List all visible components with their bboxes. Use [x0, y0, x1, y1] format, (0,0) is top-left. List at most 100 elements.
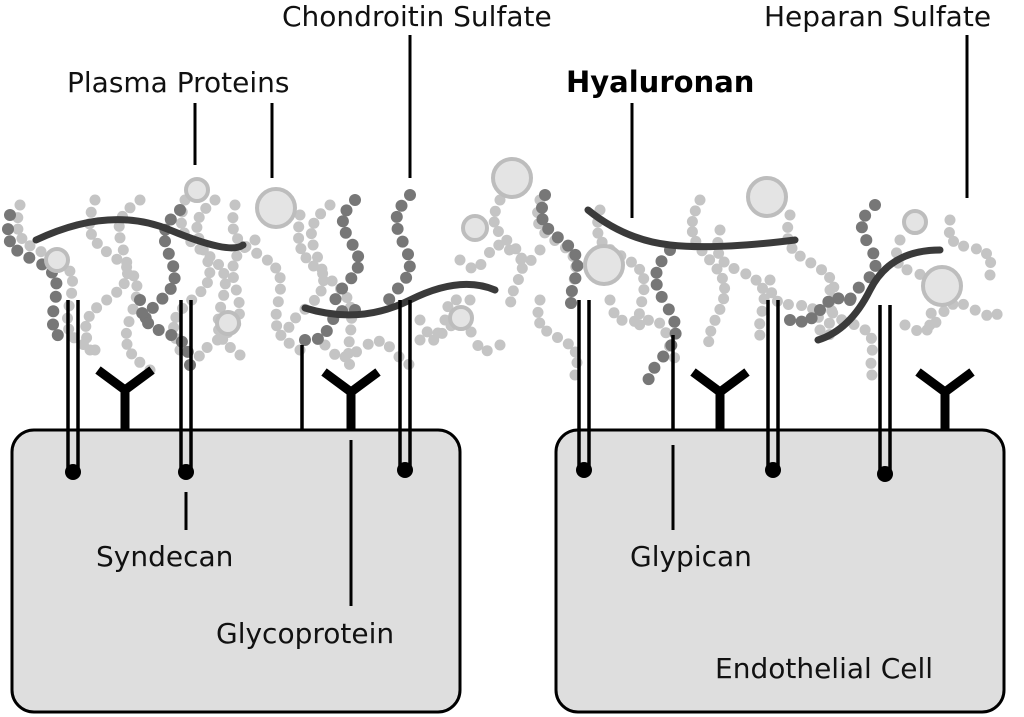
chain-bead [345, 272, 358, 285]
chain-bead [657, 350, 670, 363]
chain-bead [299, 334, 311, 346]
chain-bead [67, 275, 78, 287]
chain-bead [315, 208, 327, 220]
chain-bead [436, 327, 448, 339]
chain-bead [168, 272, 181, 285]
chain-bead [552, 332, 563, 343]
chain-bead [625, 256, 637, 268]
anchor-dot [877, 466, 893, 482]
chain-bead [764, 274, 776, 286]
chain-bead [608, 307, 620, 319]
plasma-protein-circle [255, 187, 297, 229]
chain-bead [218, 268, 230, 279]
chain-bead [948, 235, 959, 247]
chain-bead [312, 251, 323, 263]
glycoprotein-y [690, 368, 750, 430]
chain-bead [274, 272, 286, 284]
chain-bead [274, 283, 286, 295]
chain-bead [230, 284, 242, 296]
chain-bead [516, 262, 528, 274]
chain-bead [991, 308, 1003, 320]
chain-bead [654, 317, 666, 329]
chain-bead [827, 307, 839, 319]
chain-bead [336, 215, 349, 228]
chain-bead [201, 277, 213, 289]
chain-bead [869, 259, 882, 272]
chain-bead [24, 240, 36, 252]
chain-bead [711, 263, 723, 275]
chain-bead [421, 326, 433, 338]
glycoprotein-y [95, 366, 155, 430]
chain-bead [766, 287, 778, 299]
plasma-protein-circle [583, 244, 625, 286]
chain-bead [23, 251, 36, 264]
chain-bead [294, 209, 306, 221]
hyaluronan-strand [32, 216, 247, 252]
chain-bead [100, 246, 112, 258]
chain-bead [227, 260, 239, 272]
chain-bead [373, 335, 385, 347]
chain-bead [275, 329, 287, 341]
chain-bead [162, 247, 175, 260]
glycoproteins [95, 366, 975, 430]
chain-bead [750, 274, 762, 286]
chain-bead [49, 290, 62, 303]
chain-bead [719, 282, 731, 294]
chain-bead [12, 223, 24, 235]
chain-bead [634, 263, 646, 275]
chain-bead [662, 303, 675, 316]
chain-bead [565, 285, 578, 297]
chain-bead [4, 209, 16, 221]
chain-bead [969, 304, 981, 316]
hyaluronan-strand [584, 206, 799, 251]
chain-bead [642, 314, 654, 326]
chain-bead [391, 222, 404, 235]
chain-bead [604, 294, 616, 306]
chain-bead [756, 305, 768, 317]
chain-bead [89, 194, 101, 206]
chain-bead [175, 217, 187, 229]
chain-bead [957, 298, 969, 310]
anchor-dot [765, 462, 781, 478]
label-syndecan: Syndecan [96, 540, 233, 573]
chain-bead [944, 214, 956, 226]
chain-bead [981, 248, 992, 260]
chain-bead [899, 319, 911, 331]
chain-bead [123, 316, 135, 328]
chain-bead [383, 293, 396, 306]
chain-bead [786, 242, 798, 254]
chain-bead [204, 251, 216, 263]
chain-bead [400, 271, 413, 284]
chain-bead [66, 287, 78, 299]
chain-bead [516, 252, 528, 264]
chain-bead [80, 320, 92, 332]
chain-bead [193, 350, 205, 362]
plasma-protein-circle [491, 157, 533, 199]
chain-bead [193, 211, 205, 223]
chain-bead [930, 316, 942, 328]
chain-bead [981, 309, 993, 321]
chain-bead [395, 199, 408, 212]
chain-bead [754, 318, 766, 330]
chain-bead [336, 282, 349, 295]
chain-bead [232, 233, 244, 245]
chain-bead [718, 293, 730, 305]
chain-bead [493, 239, 505, 251]
label-chondroitin-sulfate: Chondroitin Sulfate [282, 0, 552, 33]
chain-bead [428, 334, 440, 346]
chain-bead [494, 194, 506, 206]
chain-bead [50, 277, 63, 290]
anchor-dot [397, 462, 413, 478]
chain-bead [352, 250, 365, 263]
chain-bead [694, 194, 706, 206]
chain-bead [655, 255, 668, 268]
chain-bead [814, 304, 826, 316]
chain-bead [231, 250, 243, 262]
plasma-protein-circle [184, 177, 210, 203]
chain-bead [534, 317, 546, 329]
chain-bead [213, 259, 224, 270]
chain-bead [551, 231, 564, 244]
chain-bead [329, 348, 341, 360]
chain-bead [901, 264, 913, 276]
chain-bead [465, 326, 477, 338]
